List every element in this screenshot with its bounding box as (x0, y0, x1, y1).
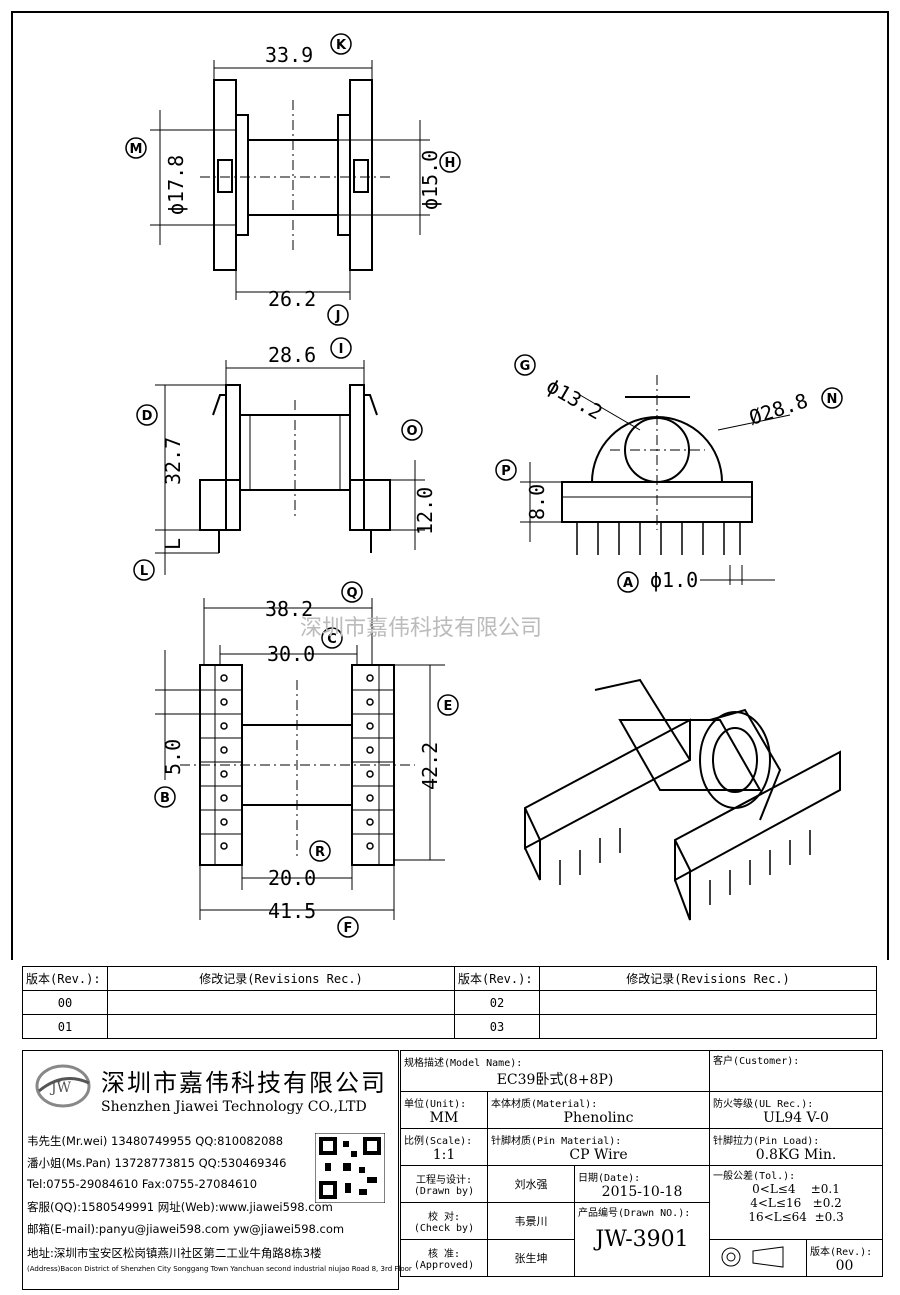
label-r: R (315, 845, 325, 860)
rec-header-1: 修改记录(Revisions Rec.) (107, 966, 455, 991)
unit-cell: 单位(Unit):MM (400, 1091, 488, 1129)
dim-e: 42.2 (418, 742, 442, 790)
front-view (155, 360, 425, 575)
rec-header-2: 修改记录(Revisions Rec.) (539, 966, 877, 991)
approve-label-cell: 核 准:(Approved) (400, 1239, 488, 1277)
dim-h: ϕ15.0 (418, 150, 442, 210)
label-b: B (160, 791, 170, 806)
company-name-en: Shenzhen Jiawei Technology CO.,LTD (101, 1099, 367, 1115)
side-view (520, 375, 791, 585)
dim-g: ϕ13.2 (543, 374, 607, 425)
projection-symbol (709, 1239, 808, 1277)
label-n: N (827, 392, 838, 407)
company-logo: JW (35, 1064, 91, 1108)
label-o: O (406, 424, 417, 439)
drawn-label-cell: 工程与设计:(Drawn by) (400, 1165, 488, 1203)
rev-header-2: 版本(Rev.): (454, 966, 540, 991)
label-i: I (339, 342, 344, 357)
dim-q: 38.2 (265, 597, 313, 621)
label-p: P (501, 464, 511, 479)
revision-cell: 版本(Rev.):00 (806, 1239, 883, 1277)
dim-f: 41.5 (268, 899, 316, 923)
label-l: L (140, 564, 148, 579)
dim-l: L (161, 538, 185, 550)
label-h: H (445, 156, 456, 171)
qr-code (315, 1133, 385, 1203)
label-c: C (327, 632, 337, 647)
checked-by: 韦景川 (487, 1202, 575, 1240)
customer-cell: 客户(Customer): (709, 1050, 883, 1092)
svg-text:JW: JW (49, 1080, 72, 1096)
contact-address: 地址:深圳市宝安区松岗镇燕川社区第二工业牛角路8栋3楼 (27, 1246, 322, 1260)
dim-o: 12.0 (413, 487, 437, 535)
model-cell: 规格描述(Model Name): EC39卧式(8+8P) (399, 1050, 711, 1092)
dim-m: ϕ17.8 (164, 155, 188, 215)
pin-load-cell: 针脚拉力(Pin Load):0.8KG Min. (709, 1128, 883, 1166)
drawn-by: 刘水强 (487, 1165, 575, 1203)
dim-n: Ø28.8 (746, 388, 811, 429)
contact-tel: Tel:0755-29084610 Fax:0755-27084610 (27, 1177, 258, 1191)
dim-j: 26.2 (268, 287, 316, 311)
ul-cell: 防火等级(UL Rec.):UL94 V-0 (709, 1091, 883, 1129)
dim-a: ϕ1.0 (650, 568, 698, 592)
dim-b: 5.0 (161, 739, 185, 775)
label-d: D (142, 409, 153, 424)
watermark: 深圳市嘉伟科技有限公司 (300, 616, 543, 641)
contact-pan: 潘小姐(Ms.Pan) 13728773815 QQ:530469346 (27, 1156, 287, 1170)
dim-i: 28.6 (268, 343, 316, 367)
dim-p: 8.0 (525, 484, 549, 520)
rev-cell: 03 (454, 1014, 540, 1039)
label-a: A (623, 576, 633, 591)
approved-by: 张生坤 (487, 1239, 575, 1277)
label-m: M (130, 142, 143, 157)
label-j: J (335, 309, 341, 324)
label-e: E (444, 699, 453, 714)
drawing-number-cell: 产品编号(Drawn NO.): JW-3901 (573, 1202, 711, 1277)
label-k: K (336, 38, 347, 53)
revision-table: 版本(Rev.): 修改记录(Revisions Rec.) 版本(Rev.):… (22, 966, 877, 1039)
company-name: 深圳市嘉伟科技有限公司 (101, 1069, 387, 1097)
dim-d: 32.7 (161, 437, 185, 485)
company-block: JW 深圳市嘉伟科技有限公司 Shenzhen Jiawei Technolog… (22, 1050, 412, 1290)
rev-cell: 00 (22, 990, 108, 1015)
rev-cell: 01 (22, 1014, 108, 1039)
material-cell: 本体材质(Material):Phenolinc (486, 1091, 711, 1129)
contact-address-en: (Address)Bacon District of Shenzhen City… (27, 1265, 412, 1273)
scale-cell: 比例(Scale):1:1 (400, 1128, 488, 1166)
dim-r: 20.0 (268, 866, 316, 890)
title-block: 规格描述(Model Name): EC39卧式(8+8P) 客户(Custom… (399, 1050, 883, 1277)
isometric-view (524, 678, 841, 921)
check-label-cell: 校 对:(Check by) (400, 1202, 488, 1240)
contact-wei: 韦先生(Mr.wei) 13480749955 QQ:810082088 (27, 1134, 284, 1148)
date-cell: 日期(Date):2015-10-18 (573, 1165, 711, 1203)
bottom-view (155, 598, 445, 920)
rev-cell: 02 (454, 990, 540, 1015)
contact-qq: 客服(QQ):1580549991 网址(Web):www.jiawei598.… (27, 1200, 333, 1214)
rev-header-1: 版本(Rev.): (22, 966, 108, 991)
dim-c: 30.0 (267, 642, 315, 666)
label-f: F (344, 921, 353, 936)
label-g: G (520, 359, 531, 374)
dim-k: 33.9 (265, 43, 313, 67)
technical-drawing: 33.9 ϕ17.8 ϕ15.0 26.2 28.6 32.7 12.0 L ϕ… (11, 11, 889, 960)
pin-material-cell: 针脚材质(Pin Material):CP Wire (486, 1128, 711, 1166)
label-q: Q (346, 586, 357, 601)
tolerance-cell: 一般公差(Tol.): 0<L≤4 ±0.1 4<L≤16 ±0.2 16<L≤… (709, 1165, 883, 1240)
top-view (150, 60, 430, 300)
contact-email: 邮箱(E-mail):panyu@jiawei598.com yw@jiawei… (27, 1222, 345, 1236)
